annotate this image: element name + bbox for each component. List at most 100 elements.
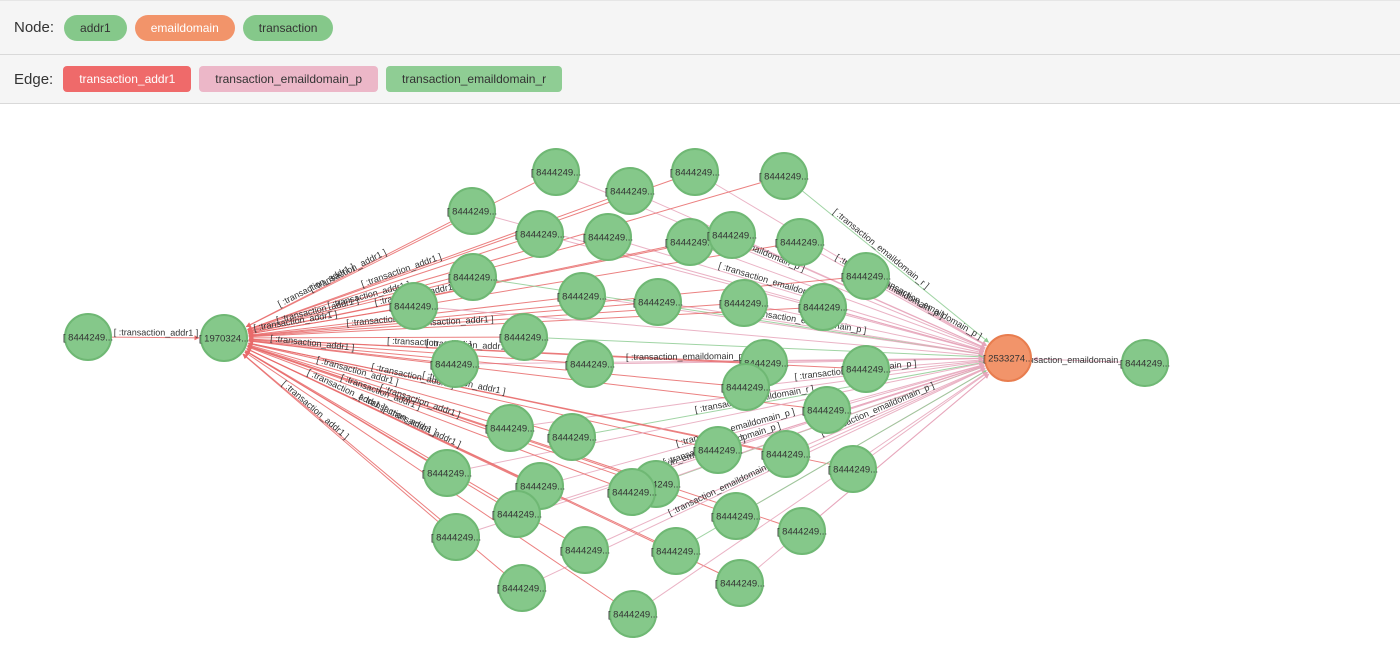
transaction-node[interactable]: [ 8444249... — [1120, 339, 1170, 387]
addr1-node-circle[interactable] — [200, 314, 248, 362]
transaction-node[interactable]: [ 8444249... — [497, 564, 547, 612]
transaction-node[interactable]: [ 8444249... — [431, 513, 481, 561]
transaction-node[interactable]: [ 8444249... — [422, 449, 472, 497]
transaction-node-circle[interactable] — [548, 413, 596, 461]
transaction-node-circle[interactable] — [500, 313, 548, 361]
emaildomain-node[interactable]: [ 2533274... — [983, 334, 1033, 382]
edge-transaction-addr1[interactable] — [247, 179, 674, 331]
transaction-node[interactable]: [ 8444249... — [670, 148, 720, 196]
transaction-node-circle[interactable] — [432, 513, 480, 561]
edge-transaction-addr1[interactable] — [110, 335, 200, 341]
edge-transaction-addr1[interactable] — [242, 353, 439, 523]
edge-transaction-emaildomain-p[interactable] — [888, 357, 984, 368]
transaction-node-circle[interactable] — [608, 468, 656, 516]
transaction-node[interactable]: [ 8444249... — [719, 279, 769, 327]
transaction-node-circle[interactable] — [493, 490, 541, 538]
edge-transaction-emaildomain-r[interactable] — [801, 190, 989, 343]
transaction-node[interactable]: [ 8444249... — [775, 218, 825, 266]
transaction-node[interactable]: [ 8444249... — [485, 404, 535, 452]
transaction-node[interactable]: [ 8444249... — [715, 559, 765, 607]
transaction-node-circle[interactable] — [762, 430, 810, 478]
transaction-node-circle[interactable] — [829, 445, 877, 493]
transaction-node[interactable]: [ 8444249... — [707, 211, 757, 259]
transaction-node-circle[interactable] — [716, 559, 764, 607]
transaction-node[interactable]: [ 8444249... — [608, 590, 658, 638]
transaction-node[interactable]: [ 8444249... — [665, 218, 715, 266]
edge-transaction-emaildomain-p[interactable] — [871, 372, 989, 457]
transaction-node-circle[interactable] — [1121, 339, 1169, 387]
transaction-node[interactable]: [ 8444249... — [63, 313, 113, 361]
transaction-node-circle[interactable] — [803, 386, 851, 434]
edge-transaction-addr1[interactable] — [248, 309, 392, 336]
edge-transaction-emaildomain-p[interactable] — [885, 287, 987, 346]
transaction-node-circle[interactable] — [634, 278, 682, 326]
transaction-node[interactable]: [ 8444249... — [547, 413, 597, 461]
node-type-addr1[interactable]: addr1 — [64, 14, 127, 41]
edge-transaction-addr1[interactable] — [248, 338, 724, 386]
transaction-node-circle[interactable] — [558, 272, 606, 320]
edge-transaction-addr1[interactable] — [247, 344, 489, 422]
transaction-node-circle[interactable] — [431, 340, 479, 388]
transaction-node-circle[interactable] — [842, 252, 890, 300]
transaction-node-circle[interactable] — [694, 426, 742, 474]
edge-transaction-emaildomain-p[interactable] — [711, 249, 985, 351]
transaction-node-circle[interactable] — [566, 340, 614, 388]
edge-transaction-addr1[interactable] — [245, 221, 452, 328]
transaction-node[interactable]: [ 8444249... — [565, 340, 615, 388]
edge-transaction-addr1[interactable] — [247, 181, 763, 333]
transaction-node-circle[interactable] — [486, 404, 534, 452]
transaction-node[interactable]: [ 8444249... — [605, 167, 655, 215]
transaction-node-circle[interactable] — [609, 590, 657, 638]
transaction-node-circle[interactable] — [606, 167, 654, 215]
node-type-transaction[interactable]: transaction — [242, 14, 334, 41]
transaction-node-circle[interactable] — [652, 527, 700, 575]
transaction-node-circle[interactable] — [799, 283, 847, 331]
transaction-node[interactable]: [ 8444249... — [430, 340, 480, 388]
graph-canvas[interactable]: [ :transaction_addr1 ][ :transaction_add… — [0, 104, 1400, 668]
transaction-node[interactable]: [ 8444249... — [515, 210, 565, 258]
edge-transaction-emaildomain-p[interactable] — [562, 239, 985, 353]
transaction-node[interactable]: [ 8444249... — [759, 152, 809, 200]
transaction-node[interactable]: [ 8444249... — [711, 492, 761, 540]
edge-type-transaction-emaildomain-r[interactable]: transaction_emaildomain_r — [386, 66, 563, 92]
transaction-node[interactable]: [ 8444249... — [499, 313, 549, 361]
transaction-node-circle[interactable] — [532, 148, 580, 196]
edge-transaction-emaildomain-p[interactable] — [845, 312, 985, 353]
edge-type-transaction-emaildomain-p[interactable]: transaction_emaildomain_p — [199, 66, 379, 92]
edge-transaction-addr1[interactable] — [247, 342, 696, 446]
node-type-emaildomain[interactable]: emaildomain — [134, 14, 235, 41]
transaction-node-circle[interactable] — [448, 187, 496, 235]
transaction-node-circle[interactable] — [778, 507, 826, 555]
edge-type-transaction-addr1[interactable]: transaction_addr1 — [63, 66, 192, 92]
edge-transaction-emaildomain-r[interactable] — [594, 360, 984, 434]
transaction-node-circle[interactable] — [423, 449, 471, 497]
transaction-node-circle[interactable] — [498, 564, 546, 612]
transaction-node[interactable]: [ 8444249... — [693, 426, 743, 474]
transaction-node-circle[interactable] — [561, 526, 609, 574]
transaction-node-circle[interactable] — [708, 211, 756, 259]
transaction-node-circle[interactable] — [722, 363, 770, 411]
transaction-node[interactable]: [ 8444249... — [761, 430, 811, 478]
transaction-node[interactable]: [ 8444249... — [607, 468, 657, 516]
transaction-node[interactable]: [ 8444249... — [841, 345, 891, 393]
transaction-node[interactable]: [ 8444249... — [389, 282, 439, 330]
transaction-node[interactable]: [ 8444249... — [841, 252, 891, 300]
transaction-node[interactable]: [ 8444249... — [447, 187, 497, 235]
transaction-node-circle[interactable] — [720, 279, 768, 327]
transaction-node[interactable]: [ 8444249... — [802, 386, 852, 434]
addr1-node[interactable]: [ 1970324... — [199, 314, 249, 362]
emaildomain-node-circle[interactable] — [984, 334, 1032, 382]
transaction-node[interactable]: [ 8444249... — [492, 490, 542, 538]
transaction-node[interactable]: [ 8444249... — [721, 363, 771, 411]
edge-transaction-emaildomain-p[interactable] — [542, 368, 986, 579]
edge-transaction-emaildomain-p[interactable] — [806, 367, 986, 446]
edge-transaction-emaildomain-p[interactable] — [848, 363, 985, 405]
edge-transaction-addr1[interactable] — [248, 339, 805, 408]
transaction-node-circle[interactable] — [64, 313, 112, 361]
transaction-node[interactable]: [ 8444249... — [633, 278, 683, 326]
edge-transaction-emaildomain-p[interactable] — [562, 363, 985, 481]
transaction-node-circle[interactable] — [776, 218, 824, 266]
edge-transaction-addr1[interactable] — [248, 335, 502, 341]
edge-transaction-emaildomain-p[interactable] — [612, 355, 984, 365]
transaction-node-circle[interactable] — [671, 148, 719, 196]
